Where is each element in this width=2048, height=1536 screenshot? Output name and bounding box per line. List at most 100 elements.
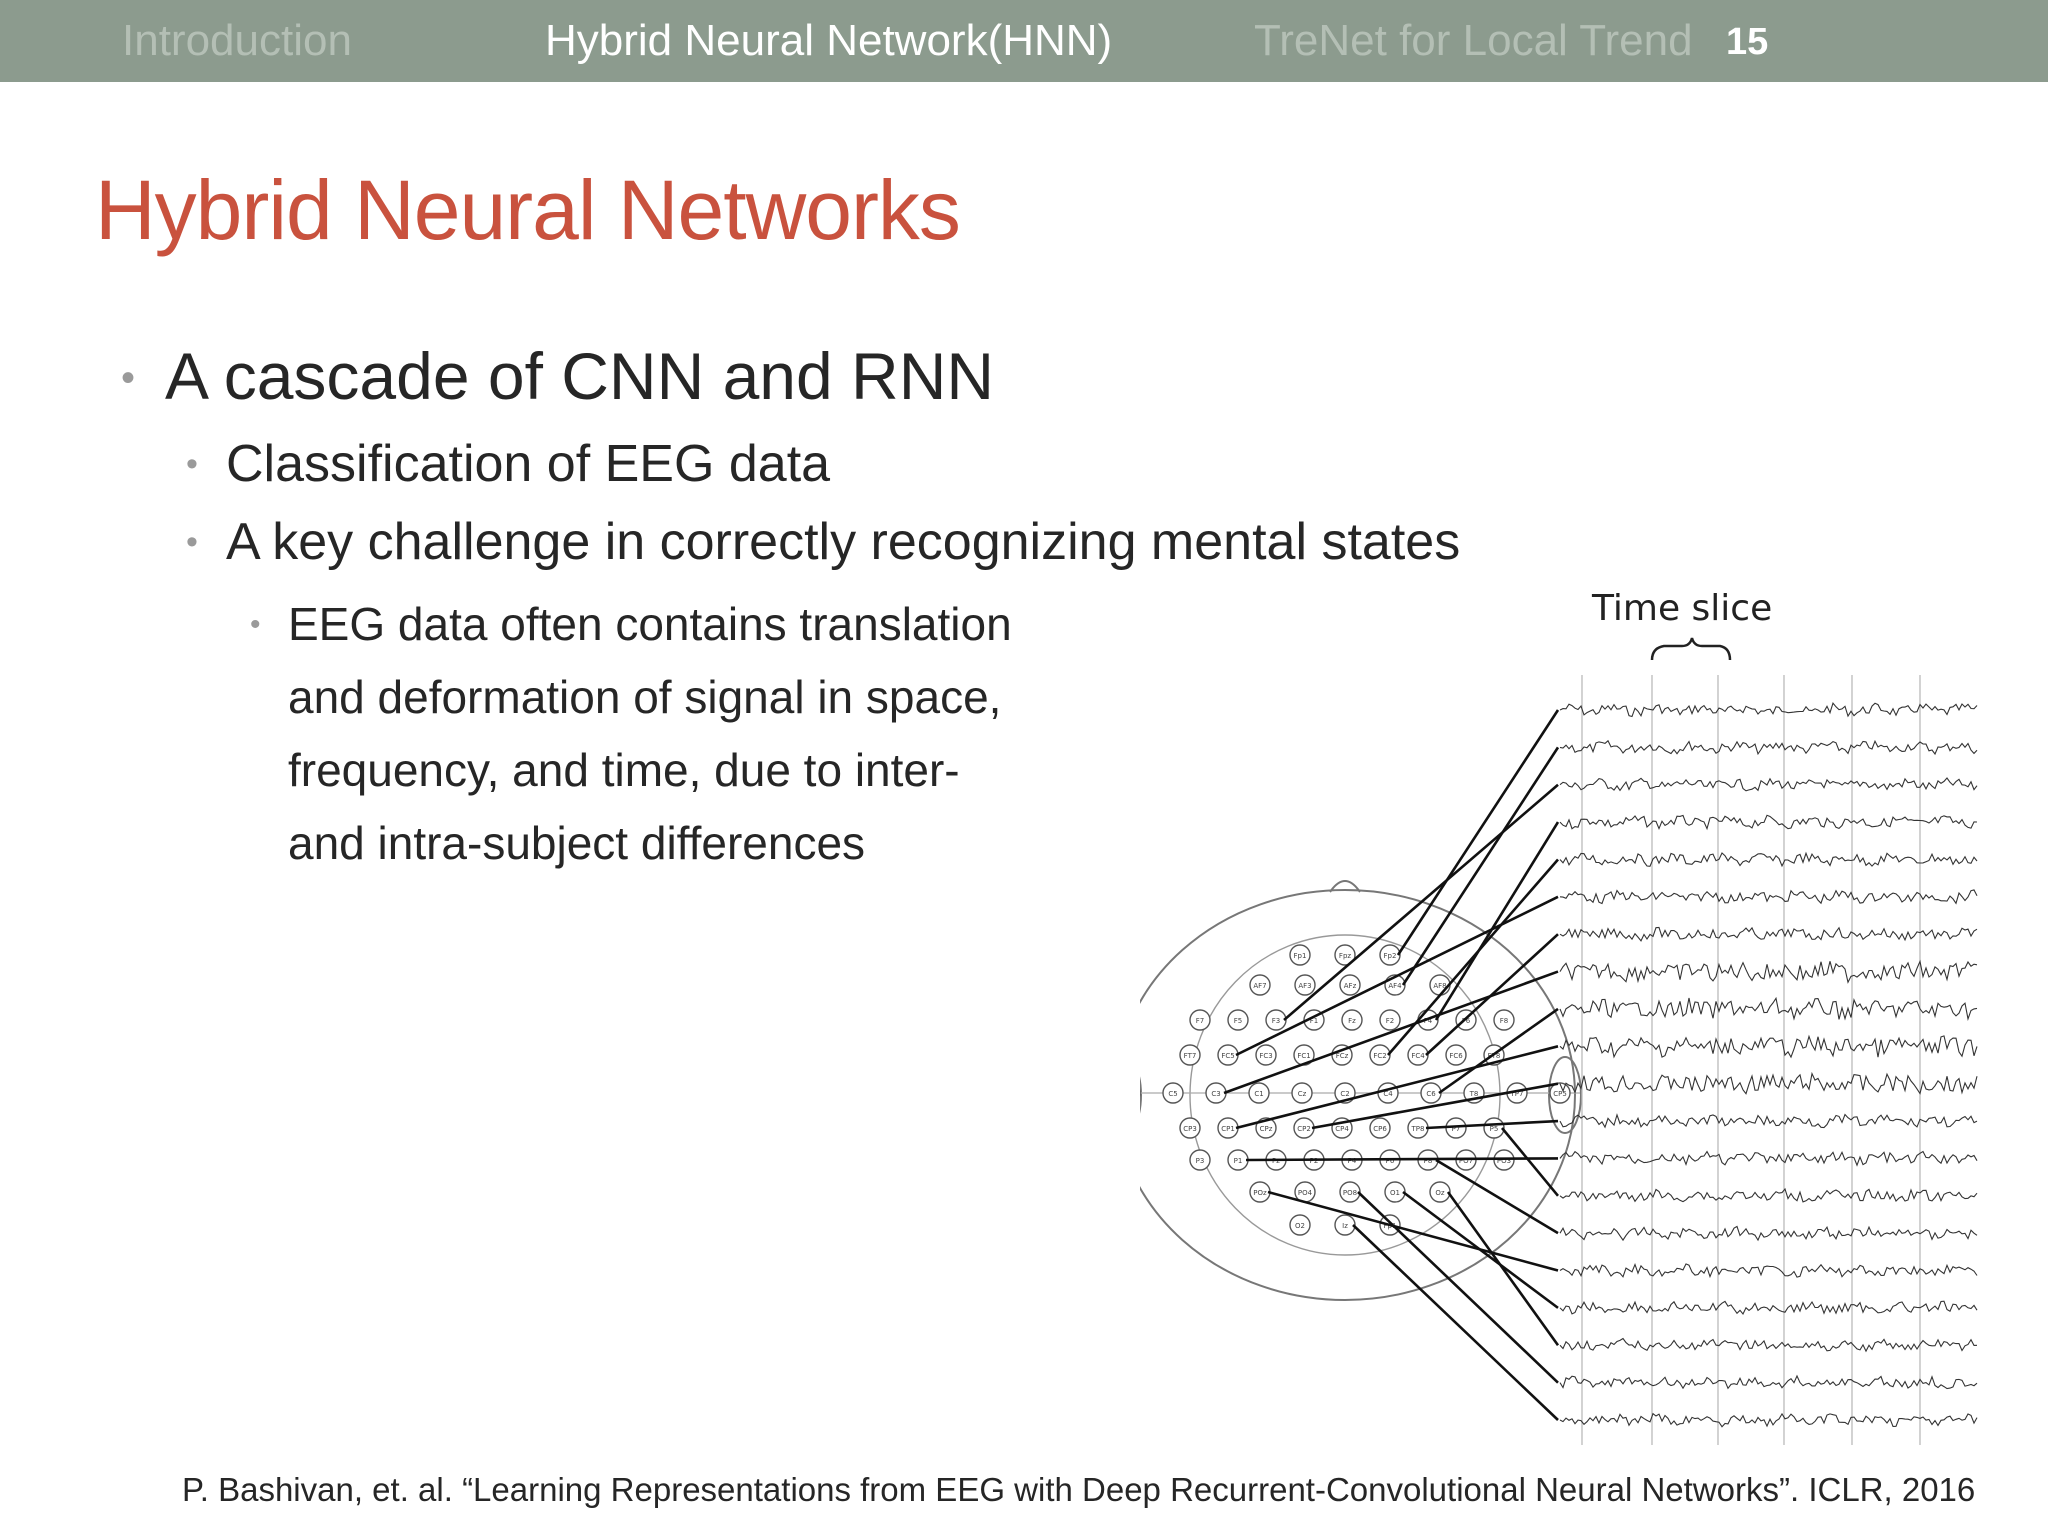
electrode-marker [1429, 1181, 1451, 1203]
electrode-connector-line [1283, 783, 1559, 1021]
electrode-label: PO8 [1343, 1189, 1357, 1197]
bullet-dot: • [186, 523, 198, 561]
electrode-label: PO3 [1497, 1157, 1511, 1165]
electrode-label: O2 [1295, 1222, 1305, 1230]
electrode-marker [1445, 1044, 1467, 1066]
electrode-marker [1493, 1009, 1515, 1031]
eeg-signal-trace [1559, 701, 1978, 718]
eeg-signal-trace [1559, 739, 1978, 756]
electrode-marker [1189, 1009, 1211, 1031]
electrode-label: F1 [1310, 1017, 1318, 1025]
electrode-label: FC2 [1373, 1052, 1386, 1060]
top-navigation-bar: Introduction Hybrid Neural Network(HNN) … [0, 0, 2048, 82]
electrode-label: Fz [1348, 1017, 1356, 1025]
electrode-marker [1227, 1009, 1249, 1031]
electrode-connector-line [1267, 1190, 1559, 1272]
electrode-connector-line [1446, 1191, 1560, 1347]
electrode-label: FC3 [1259, 1052, 1272, 1060]
electrode-marker [1255, 1117, 1277, 1139]
electrode-label: P6 [1386, 1157, 1395, 1165]
electrode-connector-line [1500, 1127, 1560, 1197]
electrode-connector-line [1425, 1119, 1559, 1130]
electrode-label: Fpz [1339, 952, 1351, 960]
eeg-signal-trace [1559, 1187, 1978, 1203]
nose-shape [1329, 880, 1361, 893]
electrode-label: F3 [1272, 1017, 1280, 1025]
electrode-connector-line [1311, 1082, 1559, 1130]
electrode-label: P4 [1348, 1157, 1357, 1165]
eeg-signal-trace [1559, 1034, 1978, 1059]
electrode-label: TP8 [1411, 1125, 1425, 1133]
electrode-label: F8 [1500, 1017, 1508, 1025]
eeg-signal-trace [1559, 1113, 1978, 1129]
electrode-label: F5 [1234, 1017, 1242, 1025]
electrode-connector-line [1401, 746, 1560, 986]
electrode-connector-line [1435, 1158, 1559, 1235]
bullet-text-line: and intra-subject differences [288, 817, 866, 869]
time-grid-lines [1581, 675, 1921, 1445]
electrode-label: Oz [1435, 1189, 1445, 1197]
electrode-label: FT8 [1488, 1052, 1501, 1060]
electrode-marker [1179, 1044, 1201, 1066]
electrode-marker [1339, 974, 1361, 996]
electrode-label: F7 [1196, 1017, 1204, 1025]
electrode-label: CP5 [1553, 1090, 1567, 1098]
nav-item-introduction[interactable]: Introduction [122, 16, 352, 65]
time-slice-caption: Time slice [1592, 588, 1773, 629]
eeg-signal-trace [1559, 1071, 1978, 1095]
eeg-signal-trace [1559, 777, 1978, 792]
electrode-label: CP2 [1297, 1125, 1311, 1133]
electrode-marker [1334, 1214, 1356, 1236]
eeg-signal-trace [1559, 1150, 1978, 1167]
eeg-signal-trace [1559, 1412, 1978, 1428]
slide-title: Hybrid Neural Networks [95, 163, 961, 257]
electrode-marker [1369, 1044, 1391, 1066]
bullet-text: A cascade of CNN and RNN [165, 339, 995, 413]
electrode-label: Iz [1342, 1222, 1348, 1230]
electrode-label: F6 [1462, 1017, 1471, 1025]
electrode-marker [1249, 974, 1271, 996]
eeg-signal-trace [1559, 1262, 1978, 1279]
electrode-label: P8 [1424, 1157, 1433, 1165]
eeg-signal-trace [1559, 926, 1978, 942]
electrode-label: Cz [1298, 1090, 1307, 1098]
electrode-marker [1379, 1009, 1401, 1031]
electrode-label: FCz [1336, 1052, 1349, 1060]
nav-item-hybrid-neural-network[interactable]: Hybrid Neural Network(HNN) [545, 16, 1113, 65]
electrode-label: CPz [1260, 1125, 1273, 1133]
electrode-label: AF7 [1253, 982, 1266, 990]
nav-item-trenet-local-trend[interactable]: TreNet for Local Trend [1254, 16, 1693, 65]
electrode-marker [1549, 1082, 1571, 1104]
electrode-connector-line [1402, 1190, 1559, 1309]
left-ear-shape [1140, 1076, 1142, 1114]
eeg-signal-trace [1559, 996, 1978, 1021]
eeg-signal-trace [1559, 1337, 1978, 1353]
electrode-label: FC1 [1297, 1052, 1310, 1060]
electrode-label: T8 [1469, 1090, 1479, 1098]
electrode-label: C2 [1340, 1090, 1349, 1098]
electrode-label: CP4 [1335, 1125, 1349, 1133]
bullet-dot: • [186, 445, 198, 483]
electrode-label: P7 [1452, 1125, 1461, 1133]
electrode-label: AF3 [1298, 982, 1311, 990]
electrode-connector-line [1235, 1045, 1559, 1130]
bullet-dot: • [121, 356, 136, 400]
right-ear-shape [1548, 1056, 1582, 1134]
electrode-connector-line [1352, 1224, 1559, 1421]
bullet-text-line: and deformation of signal in space, [288, 671, 1002, 723]
citation-reference: P. Bashivan, et. al. “Learning Represent… [182, 1471, 1976, 1508]
electrode-marker [1341, 1009, 1363, 1031]
electrode-label: C4 [1383, 1090, 1393, 1098]
bullet-text-line: frequency, and time, due to inter- [288, 744, 960, 796]
electrode-marker [1289, 944, 1311, 966]
electrode-connector-line [1438, 1007, 1559, 1095]
bullet-text: A key challenge in correctly recognizing… [226, 513, 1461, 571]
electrode-label: Fp2 [1384, 952, 1397, 960]
electrode-marker [1294, 974, 1316, 996]
electrode-connector-line [1357, 1191, 1559, 1384]
electrode-label: P3 [1196, 1157, 1205, 1165]
eeg-signal-trace [1559, 1374, 1978, 1390]
bullet-text-line: EEG data often contains translation [288, 598, 1012, 650]
